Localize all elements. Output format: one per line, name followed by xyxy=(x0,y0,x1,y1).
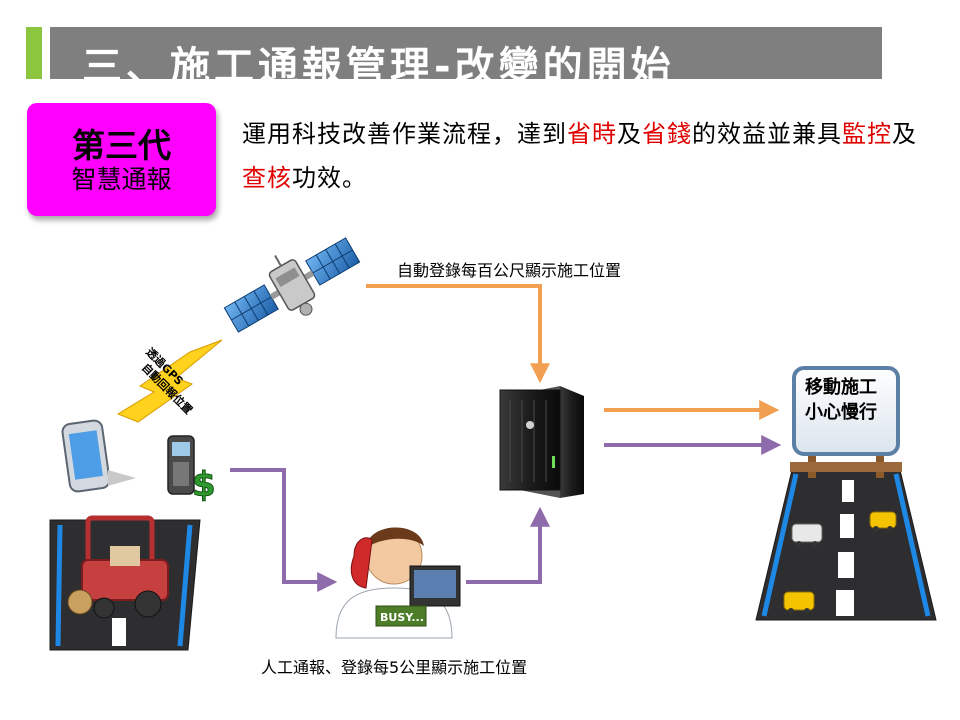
money-icon: $ xyxy=(192,465,216,505)
mobile-phone-icon xyxy=(168,436,194,494)
operator-to-server-arrow xyxy=(466,514,540,582)
server-icon xyxy=(500,386,584,498)
auto-report-arrow xyxy=(366,286,540,376)
svg-text:$: $ xyxy=(192,465,216,505)
manual-report-arrow xyxy=(230,470,330,582)
sign-text-line-1: 移動施工 xyxy=(805,376,877,398)
busy-sign: BUSY... xyxy=(380,611,424,624)
satellite-icon xyxy=(214,221,369,350)
road-with-sign-icon: 移動施工 小心慢行 xyxy=(756,368,936,620)
smartphone-icon xyxy=(61,420,136,493)
sign-text-line-2: 小心慢行 xyxy=(805,401,877,423)
call-center-operator-icon: BUSY... xyxy=(336,527,460,638)
